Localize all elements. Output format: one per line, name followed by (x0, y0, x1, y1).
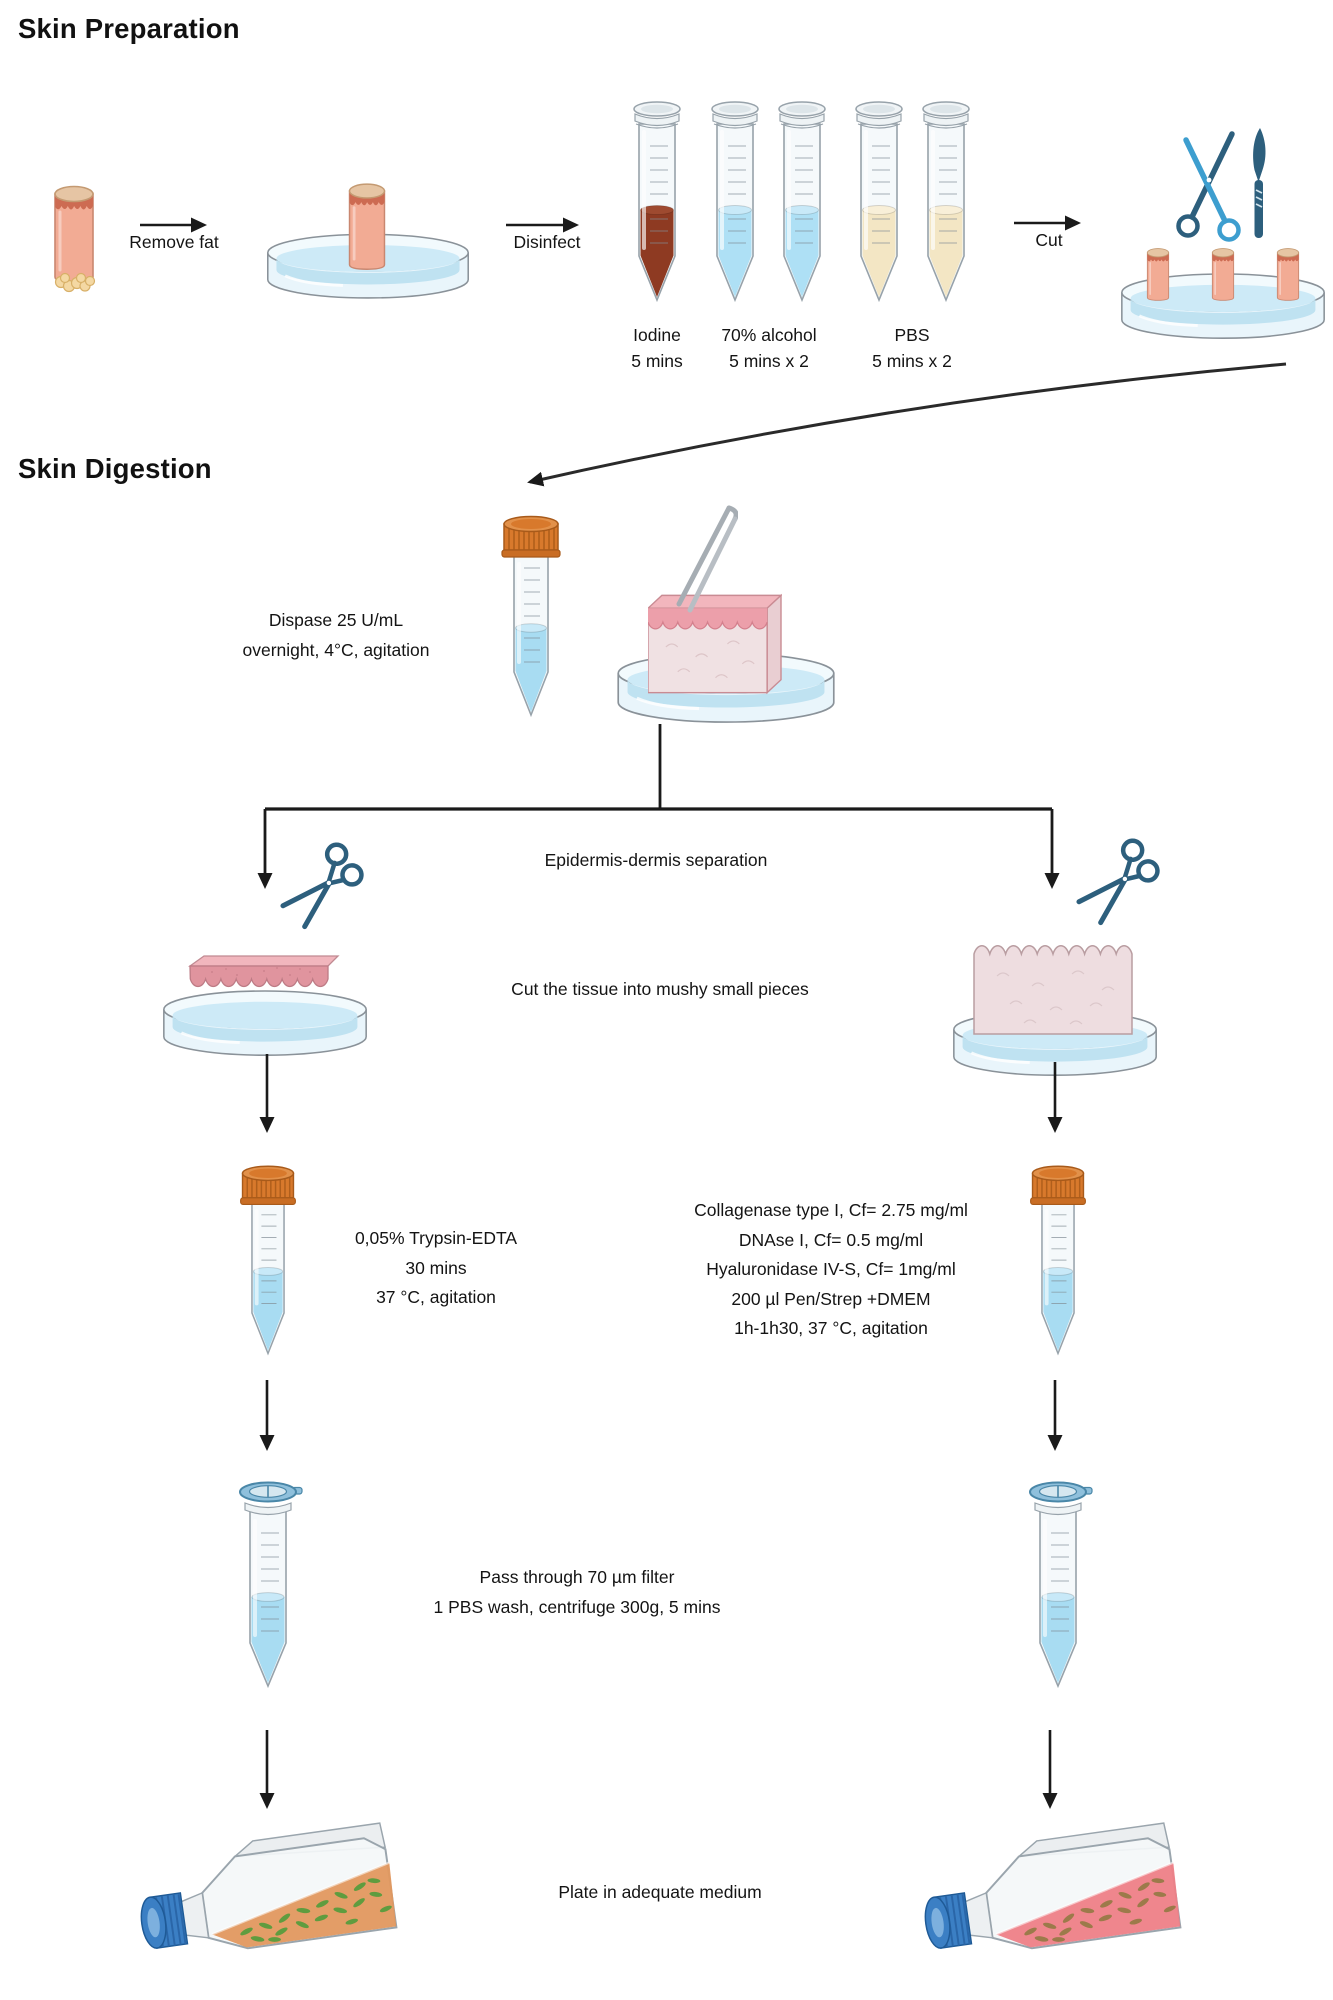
label-collagenase: Collagenase type I, Cf= 2.75 mg/ml DNAse… (694, 1200, 968, 1338)
flask-keratinocytes (131, 1821, 400, 1964)
label-trypsin: 0,05% Trypsin-EDTA 30 mins 37 °C, agitat… (354, 1228, 518, 1307)
tube-collagenase (1028, 1164, 1088, 1356)
tube-pbs-1 (854, 100, 904, 302)
label-pbs: PBS 5 mins x 2 (872, 325, 952, 371)
skin-piece-2 (1210, 247, 1236, 302)
label-cut: Cut (1035, 230, 1063, 250)
section-title-preparation: Skin Preparation (18, 13, 240, 44)
scissors-icon-left (281, 841, 370, 935)
tube-filter-right (1030, 1483, 1092, 1687)
tube-trypsin (238, 1164, 298, 1356)
skin-piece-3 (1275, 247, 1301, 302)
label-disinfect: Disinfect (513, 232, 581, 252)
scissors-scalpel-icon (1179, 128, 1266, 240)
arrow-to-digestion (527, 362, 1287, 487)
label-iodine: Iodine 5 mins (631, 325, 683, 371)
label-plate: Plate in adequate medium (558, 1882, 762, 1902)
skin-sample-cleaned (348, 182, 386, 271)
label-cut-tissue: Cut the tissue into mushy small pieces (511, 979, 809, 999)
tube-pbs-2 (921, 100, 971, 302)
tube-alcohol-1 (710, 100, 760, 302)
label-dispase: Dispase 25 U/mL overnight, 4°C, agitatio… (242, 610, 430, 660)
skin-block (648, 594, 782, 694)
tube-filter-left (240, 1483, 302, 1687)
petri-dish-epidermis (162, 989, 368, 1057)
label-separation: Epidermis-dermis separation (544, 850, 768, 870)
skin-piece-1 (1145, 247, 1171, 302)
scissors-icon-right (1077, 837, 1166, 931)
epidermis-tissue (189, 955, 339, 988)
section-title-digestion: Skin Digestion (18, 453, 212, 484)
label-alcohol: 70% alcohol 5 mins x 2 (721, 325, 817, 371)
tube-iodine (632, 100, 682, 302)
label-filter: Pass through 70 µm filter 1 PBS wash, ce… (433, 1567, 721, 1617)
tube-dispase (500, 514, 562, 717)
flask-fibroblasts (915, 1821, 1184, 1964)
label-remove-fat: Remove fat (129, 232, 219, 252)
dermis-tissue (973, 945, 1133, 1035)
skin-sample-with-fat (53, 185, 96, 293)
tube-alcohol-2 (777, 100, 827, 302)
